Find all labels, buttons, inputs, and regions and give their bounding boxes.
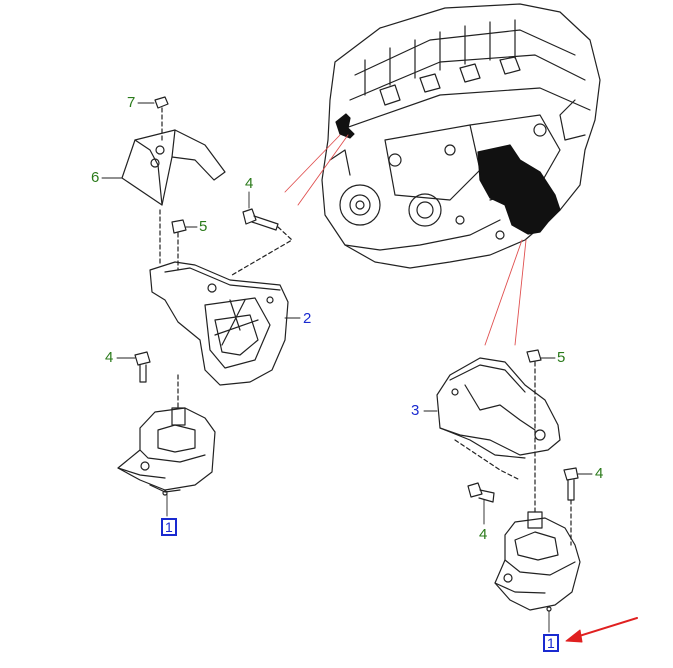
- left-engine-mount: [117, 374, 216, 496]
- bolt-7: [154, 96, 169, 141]
- red-arrow-icon: [565, 617, 638, 643]
- bolt-4-right: [563, 467, 579, 546]
- callout-3[interactable]: 3: [411, 402, 420, 419]
- bolt-5-top: [159, 209, 187, 271]
- callout-1-right[interactable]: 1: [543, 634, 559, 652]
- callout-4-right[interactable]: 4: [595, 465, 604, 482]
- callout-4-left[interactable]: 4: [105, 349, 114, 366]
- engine-block: [321, 3, 601, 269]
- callout-5-right[interactable]: 5: [557, 349, 566, 366]
- callout-7[interactable]: 7: [127, 94, 136, 111]
- right-engine-mount: [494, 409, 581, 612]
- engine-right-bracket-highlight: [477, 144, 561, 235]
- bolt-4-top: [231, 208, 293, 276]
- callout-leaders: [101, 102, 593, 633]
- bolt-4-left: [134, 351, 151, 383]
- right-bracket: [436, 357, 561, 481]
- bolt-5-right: [526, 349, 542, 411]
- callout-4-top[interactable]: 4: [245, 175, 254, 192]
- callout-4-lower[interactable]: 4: [479, 526, 488, 543]
- red-leader-lines: [284, 134, 527, 346]
- callout-5-top[interactable]: 5: [199, 218, 208, 235]
- callout-6[interactable]: 6: [91, 169, 100, 186]
- engine-left-bracket-highlight: [335, 113, 355, 139]
- bolt-4-lower: [467, 482, 495, 503]
- callout-2[interactable]: 2: [303, 310, 312, 327]
- heat-shield: [121, 129, 226, 206]
- callout-1-left[interactable]: 1: [161, 518, 177, 536]
- left-bracket: [149, 261, 289, 386]
